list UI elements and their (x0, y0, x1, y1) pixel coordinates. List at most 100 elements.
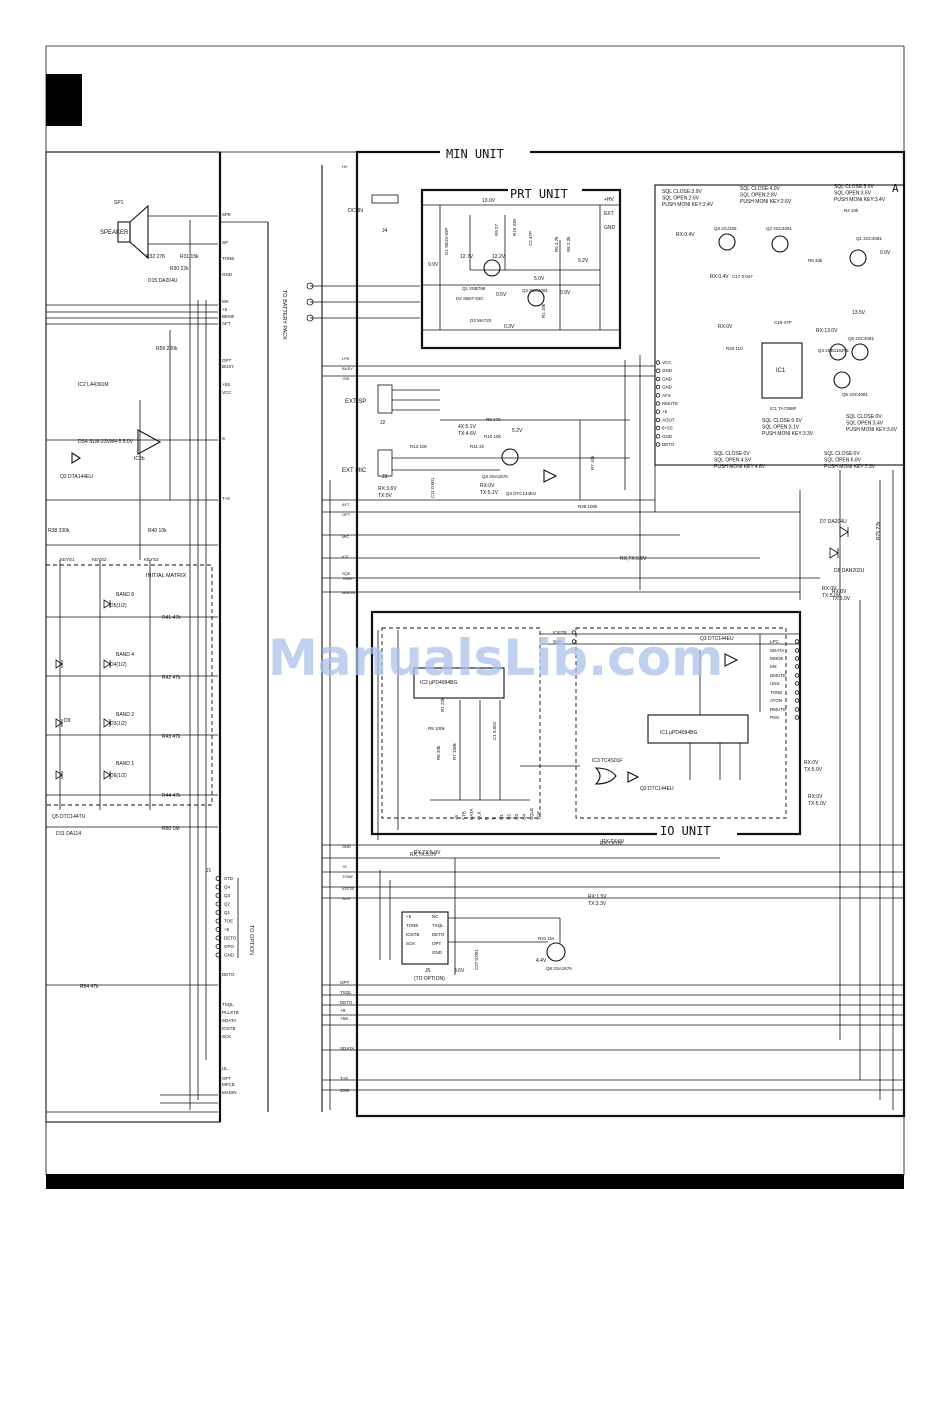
ext-mic-part: Q3 2SA1576 (482, 474, 508, 479)
amp-level: 0.9V (880, 250, 891, 256)
io-pin-dot (794, 698, 800, 703)
band-label-4: BAND 4 (116, 652, 134, 658)
amp-level: RX:13.0V (816, 328, 838, 334)
ext-mic-part: C11 0.001 (430, 477, 435, 498)
amp-part-label: R20 110 (726, 346, 743, 351)
io-ic2 (413, 667, 505, 699)
prt-pin-hv: +HV (604, 197, 615, 203)
ext-sp-label: EXT SP (345, 399, 366, 405)
left-pin-label: S (222, 436, 225, 441)
main-left-pin-label: IOSTB (342, 886, 354, 891)
main-unit-pin-dot (655, 384, 661, 390)
left-res-8: R60 1M (162, 826, 180, 832)
amp-part-label: Q5 2SC4081 (848, 336, 875, 341)
ext-mic-part: R36 100k (578, 504, 598, 509)
j1-pin-label: Q1 (224, 910, 231, 915)
speaker-sp1: SPEAKER SP1 (100, 200, 218, 260)
io-pin-label: MX (770, 664, 777, 669)
ext-mic-level: TX:5.1V (480, 490, 499, 496)
q4-buffer (543, 469, 558, 483)
io-pin-label: ATON (770, 698, 782, 703)
prt-part-label: D3 MA720 (470, 318, 492, 323)
io-ic1 (647, 714, 749, 744)
io-pin-dot (571, 630, 577, 635)
q2-transistor (527, 289, 545, 307)
io-bottom-pin-label: Q3 (514, 813, 519, 820)
j1-pin-label: TOE (224, 919, 233, 924)
prt-voltage-label: 5.2V (578, 258, 589, 264)
left-res-9: R64 47k (80, 984, 99, 990)
left-pin-label: MADIN (222, 1090, 237, 1095)
j5-pin-label: NC (432, 914, 439, 919)
matrix-title: INITIAL MATRIX (146, 573, 187, 579)
j1-ref: J1 (206, 868, 212, 874)
amp-part-label: IC1 TA7368F (770, 406, 797, 411)
j5-part-label: R31 1M (538, 936, 554, 941)
main-unit-pin-dot (655, 368, 661, 373)
ext-mic-level: TX:4.6V (458, 431, 477, 437)
left-pin-label: MFCE (222, 1082, 235, 1087)
speaker-label: SPEAKER (100, 230, 129, 236)
band-diode-1: D6(1/2) (110, 773, 127, 779)
j1-pin-dot (215, 918, 221, 924)
io-ic-label: IC2 μPD4094BG (420, 680, 457, 686)
left-pin-label: SP (222, 240, 228, 245)
io-pin-label: LPC (770, 639, 780, 644)
left-pin-label: T+5 (222, 496, 230, 501)
left-ic-3: Q5 DTC144TU (52, 814, 86, 820)
q2-amp (771, 235, 789, 253)
sql-line: PUSH MONI KEY:3.4V (834, 197, 886, 203)
left-pin-label: SPE (222, 212, 231, 217)
io-pin-dot (794, 715, 800, 720)
j5-level: 3.6V (454, 968, 465, 974)
q3-transistor (501, 448, 519, 466)
ic1-ta7368f (761, 342, 803, 399)
io-ic3-gate (594, 767, 617, 785)
amp-level: RX:0.4V (710, 274, 729, 280)
prt-part-label: R9 27 (494, 223, 499, 236)
left-pin-label: UL (222, 1066, 228, 1071)
io-pin-dot (794, 648, 800, 653)
band-diode-2: D3(1/2) (110, 721, 127, 727)
prt-part-label: R8 2.2k (566, 236, 571, 252)
j1-pin-dot (215, 876, 221, 881)
io-level: TX:5.0V (822, 593, 841, 599)
bottom-bar (46, 1174, 904, 1189)
sql-title: SQL CLOSE:0.5V (762, 418, 802, 424)
main-left-pin-label: OPT (342, 512, 351, 517)
sql-title: SQL CLOSE:0V (714, 451, 750, 457)
io-pin-dot (794, 639, 800, 644)
left-pin-label: TONE (222, 256, 234, 261)
prt-voltage-label: 9.9V (428, 262, 439, 268)
left-res-3: R59 220k (156, 346, 178, 352)
q5-amp (851, 343, 869, 361)
io-ic-label: Q2 DTC144EU (640, 786, 674, 792)
ext-mic-part: Q4 DTC144EU (506, 491, 536, 496)
main-unit-pin-label: GND (662, 368, 673, 373)
left-pin-label: SCK (222, 1034, 231, 1039)
io-pin-dot (571, 639, 577, 644)
corner-tab-marker (46, 74, 82, 126)
left-pin-label: SDATA (222, 1018, 236, 1023)
j1-pin-label: +5 (224, 927, 230, 932)
main-left-pin-label: AFT (342, 502, 350, 507)
sql-line: PUSH MONI KEY:3.3V (762, 431, 814, 437)
sql-line: SQL OPEN:3.1V (762, 425, 800, 431)
prt-voltage-label: 0.9V (560, 290, 571, 296)
ext-mic-level: 4X:5.1V (458, 424, 476, 430)
main-unit-pin-label: VCC (662, 360, 672, 365)
ext-mic-ref: J3 (382, 474, 388, 480)
left-panel: SPEAKER SP1 INITIAL MATRIX KEYS1 KEYS2 K… (45, 151, 254, 1123)
io-bottom-pin-label: Q2 (507, 813, 512, 820)
j5-level: RX:1.5V (588, 894, 607, 900)
j1-pin-label: DETO (224, 936, 237, 941)
j1-label: TO OPTION (248, 925, 254, 955)
io-part-label: R5 100k (428, 726, 446, 731)
io-level: TX:5.0V (804, 767, 823, 773)
prt-jack: J4 (382, 228, 388, 234)
io-q2-buffer (627, 771, 640, 783)
main-unit-pin-label: RMUTE (662, 401, 678, 406)
